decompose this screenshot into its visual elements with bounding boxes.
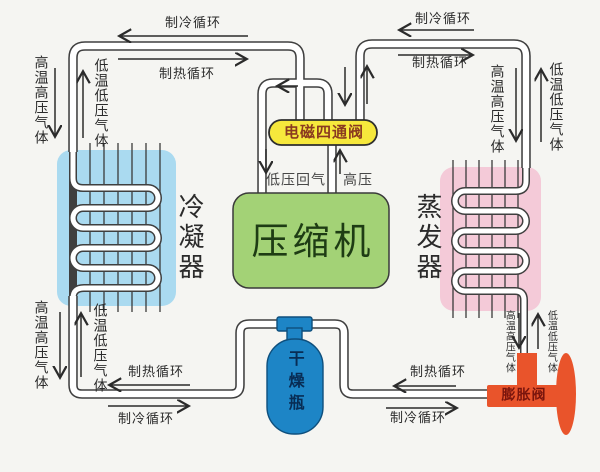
label-cold-gas-bottom-right: 低温低压气体	[545, 310, 557, 373]
drying-bottle-body	[266, 316, 324, 435]
label-hot-gas-bottom-right: 高温高压气体	[503, 310, 515, 373]
label-cooling-cycle-bottom-left: 制冷循环	[117, 411, 175, 427]
label-four-way-valve: 电磁四通阀	[283, 122, 365, 141]
label-cooling-cycle-bottom-right: 制冷循环	[389, 410, 447, 426]
label-condenser: 冷凝器	[174, 193, 205, 283]
pipes-inner	[69, 40, 530, 398]
label-hot-gas-bottom-left: 高温高压气体	[32, 300, 49, 390]
expansion-valve-body	[487, 353, 576, 435]
label-cooling-cycle-top-right: 制冷循环	[414, 11, 472, 27]
label-heating-cycle-top-right: 制热循环	[411, 55, 469, 71]
four-way-valve-body	[268, 119, 378, 146]
label-cooling-cycle-top-left: 制冷循环	[164, 15, 222, 31]
flow-arrows	[55, 30, 541, 408]
label-cold-gas-top-left: 低温低压气体	[92, 58, 109, 148]
label-cold-gas-bottom-left: 低温低压气体	[91, 303, 108, 393]
label-hot-gas-top-left: 高温高压气体	[32, 55, 49, 145]
label-heating-cycle-bottom-left: 制热循环	[127, 364, 185, 380]
label-compressor: 压缩机	[251, 220, 375, 264]
label-expansion-valve: 膨胀阀	[501, 387, 547, 404]
label-heating-cycle-top-left: 制热循环	[158, 66, 216, 82]
label-high-pressure: 高压	[343, 172, 373, 189]
label-cold-gas-top-right: 低温低压气体	[547, 62, 564, 152]
label-hot-gas-top-right: 高温高压气体	[488, 64, 505, 154]
label-drying-bottle: 干燥瓶	[285, 350, 305, 416]
label-low-pressure-return: 低压回气	[266, 172, 326, 189]
label-heating-cycle-bottom-right: 制热循环	[409, 364, 467, 380]
label-evaporator: 蒸发器	[412, 193, 443, 283]
compressor-body	[232, 192, 390, 289]
